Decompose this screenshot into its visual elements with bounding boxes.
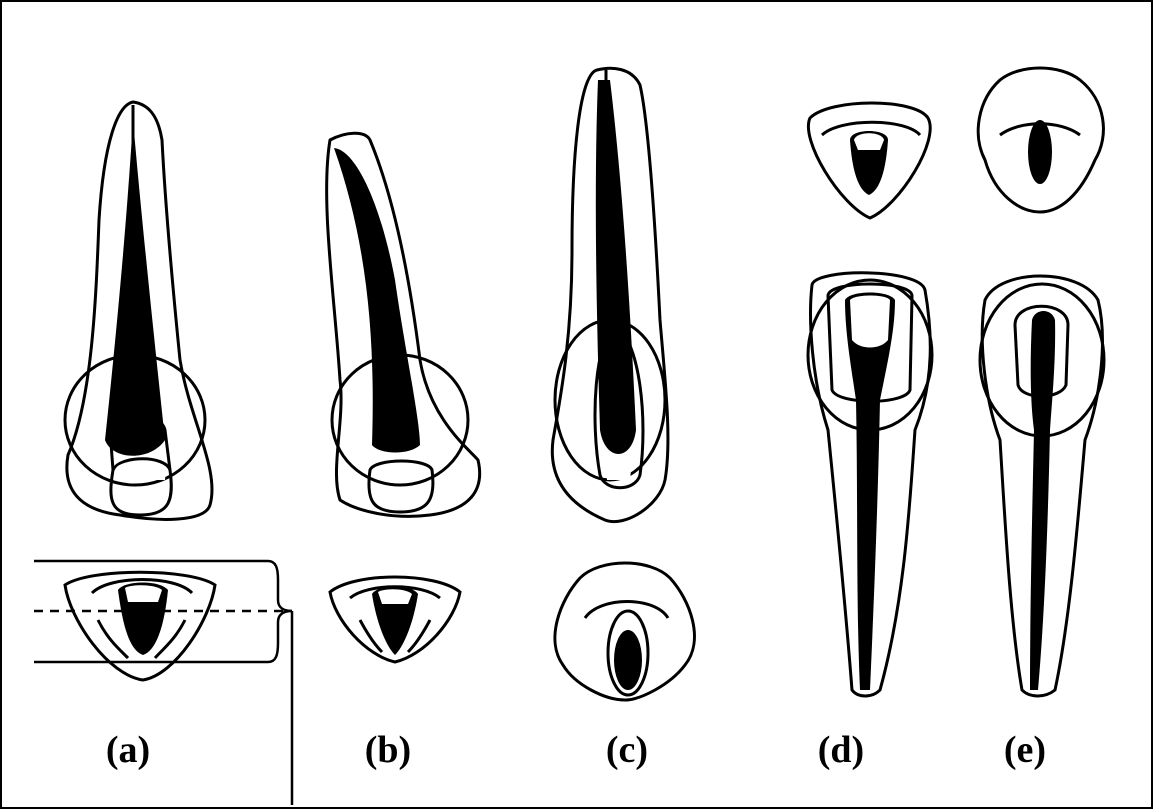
panel-label-a: (a) — [78, 730, 178, 770]
tooth-e-pulp-canal — [1030, 311, 1055, 690]
tooth-c-section-pulp — [614, 630, 642, 690]
tooth-d-top-pulp-light — [854, 133, 884, 150]
tooth-c-pulp-tip-light — [605, 460, 632, 480]
tooth-a-section-pulp-light — [125, 585, 162, 602]
tooth-e-top-pulp — [1028, 120, 1052, 184]
panel-label-c: (c) — [577, 730, 677, 770]
tooth-a-pulp-canal — [105, 120, 165, 456]
panel-label-b: (b) — [338, 730, 438, 770]
panel-label-d: (d) — [791, 730, 891, 770]
tooth-b-pulp-canal — [334, 148, 420, 453]
tooth-d-pulp-chamber-light — [850, 296, 890, 348]
tooth-d-pulp-canal — [845, 293, 895, 691]
tooth-c-pulp-canal — [596, 80, 636, 454]
tooth-a-pulp-chamber-light — [115, 461, 166, 480]
panel-label-e: (e) — [975, 730, 1075, 770]
tooth-b-section-pulp-light — [378, 589, 412, 604]
